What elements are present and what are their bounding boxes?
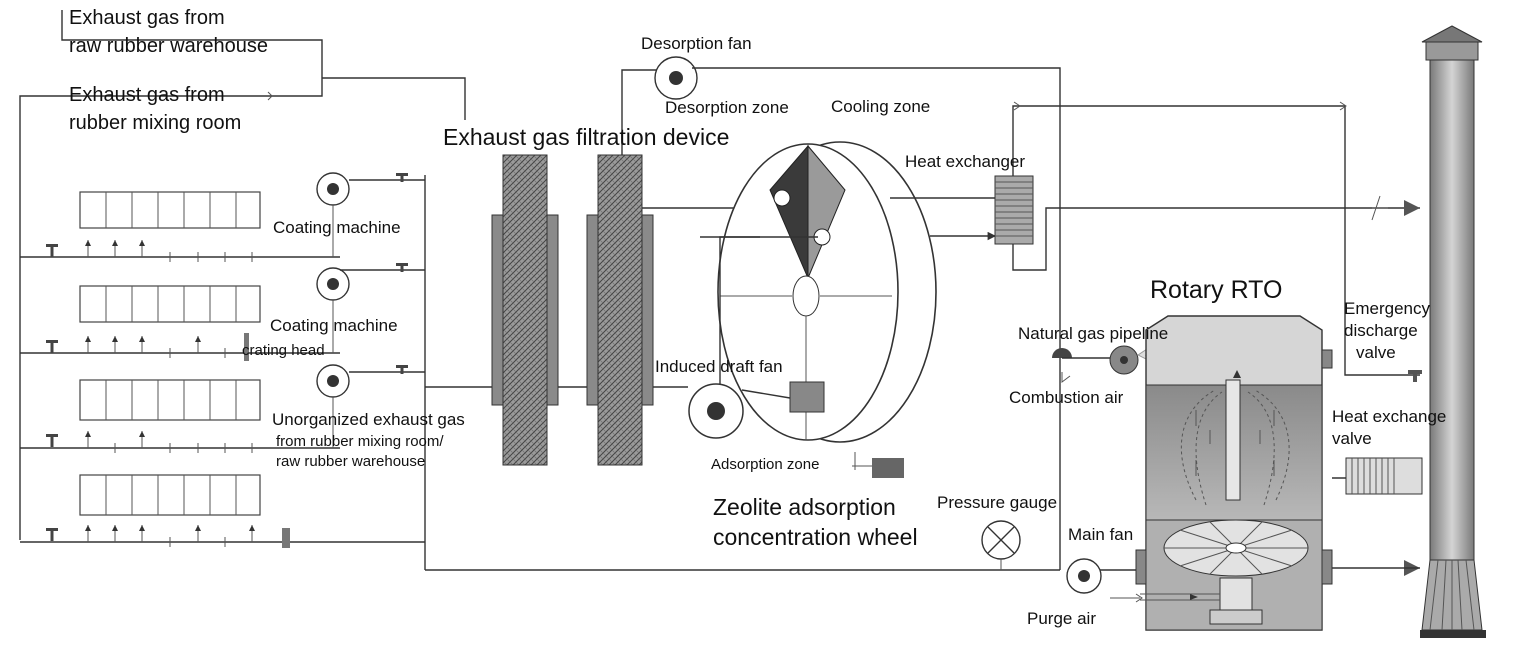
- chimney-stack: [1420, 25, 1486, 638]
- label-filtration-device: Exhaust gas filtration device: [443, 124, 729, 150]
- label-desorption-fan: Desorption fan: [641, 34, 752, 53]
- label-coating-machine-1: Coating machine: [273, 218, 401, 237]
- drive-box: [789, 381, 825, 413]
- label-crating-head: crating head: [242, 342, 325, 359]
- label-emergency-line3: valve: [1356, 343, 1396, 362]
- rotary-rto: [1135, 315, 1333, 631]
- label-purge-air: Purge air: [1027, 609, 1096, 628]
- zeolite-wheel: [700, 141, 996, 478]
- label-unorganized-line2: from rubber mixing room/: [276, 433, 444, 450]
- filtration-device: [425, 154, 688, 466]
- label-zeolite-line1: Zeolite adsorption: [713, 494, 896, 520]
- label-heat-exchange-valve-line2: valve: [1332, 429, 1372, 448]
- label-main-fan: Main fan: [1068, 525, 1133, 544]
- label-induced-draft-fan: Induced draft fan: [655, 357, 783, 376]
- coating-fans: [316, 172, 426, 570]
- motor-icon: [872, 458, 904, 478]
- label-exhaust-mix-line2: rubber mixing room: [69, 112, 241, 134]
- stack-valves: [1332, 195, 1423, 576]
- coating-machine-2: [79, 285, 261, 323]
- row4-damper: [282, 528, 290, 548]
- label-combustion-air: Combustion air: [1009, 388, 1124, 407]
- labels: Exhaust gas from raw rubber warehouse Ex…: [69, 7, 1446, 628]
- label-zeolite-line2: concentration wheel: [713, 524, 918, 550]
- label-adsorption-zone: Adsorption zone: [711, 456, 819, 473]
- filter-unit-1: [502, 154, 548, 466]
- heat-exchange-valve-icon: [1345, 457, 1423, 495]
- left-valves: [46, 244, 58, 541]
- heat-exchanger: [994, 101, 1420, 376]
- label-pressure-gauge: Pressure gauge: [937, 493, 1057, 512]
- coating-machine-4: [79, 474, 261, 516]
- label-emergency-line1: Emergency: [1344, 299, 1430, 318]
- label-exhaust-mix-line1: Exhaust gas from: [69, 84, 225, 106]
- label-natural-gas-pipeline: Natural gas pipeline: [1018, 324, 1168, 343]
- coating-machine-1: [79, 191, 261, 229]
- coating-machine-rows: [20, 191, 425, 548]
- label-heat-exchanger: Heat exchanger: [905, 152, 1025, 171]
- coating-machine-3: [79, 379, 261, 421]
- label-exhaust-raw-line1: Exhaust gas from: [69, 7, 225, 29]
- label-desorption-zone: Desorption zone: [665, 98, 789, 117]
- label-coating-machine-2: Coating machine: [270, 316, 398, 335]
- induced-draft-fan: [688, 383, 791, 439]
- label-unorganized-line1: Unorganized exhaust gas: [272, 410, 465, 429]
- label-unorganized-line3: raw rubber warehouse: [276, 453, 425, 470]
- label-cooling-zone: Cooling zone: [831, 97, 930, 116]
- filter-unit-2: [597, 154, 643, 466]
- inlet-ducts: [19, 10, 466, 540]
- label-exhaust-raw-line2: raw rubber warehouse: [69, 35, 268, 57]
- crating-head-marker: [244, 333, 249, 361]
- label-emergency-line2: discharge: [1344, 321, 1418, 340]
- label-rotary-rto: Rotary RTO: [1150, 276, 1282, 304]
- bottom-duct: [425, 520, 1143, 603]
- burner-group: [1052, 345, 1162, 383]
- label-heat-exchange-valve-line1: Heat exchange: [1332, 407, 1446, 426]
